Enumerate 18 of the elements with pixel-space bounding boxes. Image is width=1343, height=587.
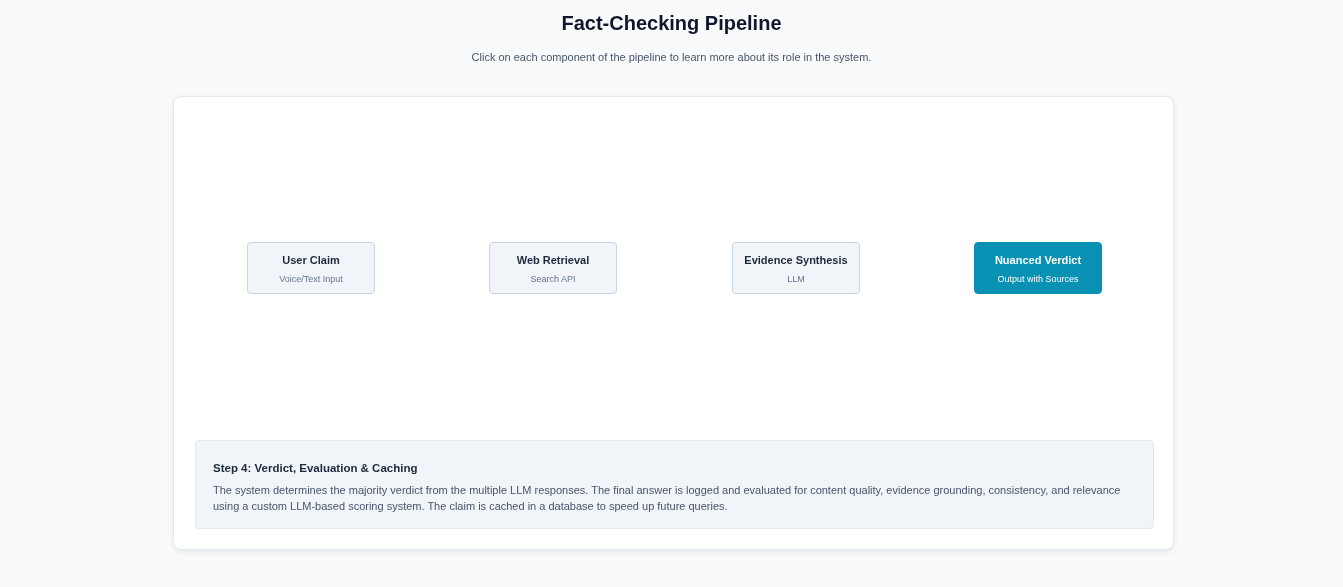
step-subtitle: Search API <box>530 273 576 285</box>
process-box <box>489 242 617 294</box>
step-subtitle: Voice/Text Input <box>279 273 343 285</box>
page-title: Fact-Checking Pipeline <box>561 11 782 35</box>
highlighted-process-box <box>974 242 1102 294</box>
step-title: Nuanced Verdict <box>994 253 1082 267</box>
step-subtitle: Output with Sources <box>997 273 1079 285</box>
step-title: Web Retrieval <box>516 253 590 267</box>
step-title: User Claim <box>282 253 340 267</box>
process-box <box>247 242 375 294</box>
panel-heading: Step 4: Verdict, Evaluation & Caching <box>213 461 418 476</box>
pipeline-card <box>173 96 1174 550</box>
page-subtitle: Click on each component of the pipeline to learn more about its role in the system. <box>471 50 872 64</box>
process-box <box>732 242 860 294</box>
panel-description: The system determines the majority verdict from the multiple LLM responses. The final answer is logged and evaluated for content quality, evidence grounding, consistency, and relevance using a custom LLM-based scoring system. The claim is cached in a database to speed up future queries. <box>213 483 1122 514</box>
info-panel <box>195 440 1154 529</box>
step-title: Evidence Synthesis <box>744 253 848 267</box>
step-subtitle: LLM <box>787 273 805 285</box>
